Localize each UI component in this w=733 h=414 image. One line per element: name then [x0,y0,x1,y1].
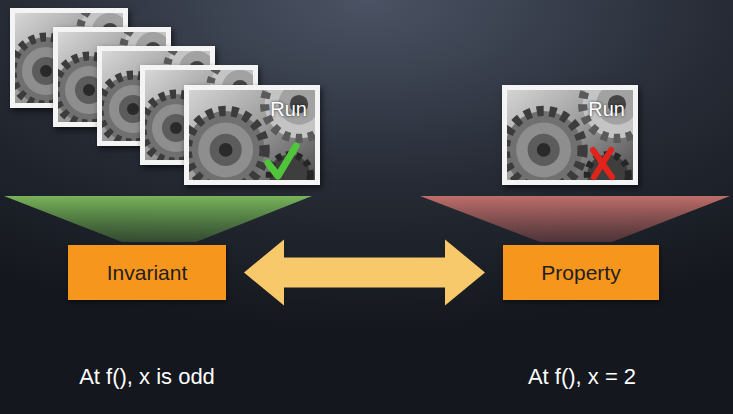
red-funnel [420,196,730,242]
run-label: Run [507,90,633,121]
double-arrow [244,240,485,306]
green-funnel [4,196,312,242]
cross-mark [593,150,612,177]
caption-note: At f(), x is odd [79,364,215,390]
run-photo: Run [184,85,320,185]
check-mark [268,146,296,176]
process-box: Invariant [68,245,226,300]
caption-note: At f(), x = 2 [528,364,636,390]
run-photo: Run [502,85,638,185]
run-label: Run [189,90,315,121]
box-label: Invariant [107,261,188,285]
process-box: Property [503,245,659,300]
box-label: Property [541,261,620,285]
